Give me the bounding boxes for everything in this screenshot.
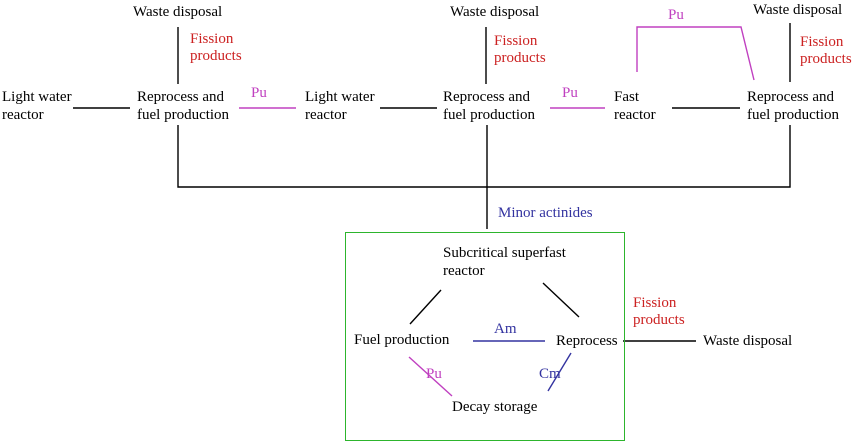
line-actinide-collector <box>177 125 791 188</box>
node-reprocess-1: Reprocess and fuel production <box>137 89 230 123</box>
node-waste-disposal-2: Waste disposal <box>450 4 540 20</box>
node-reprocess-3: Reprocess and fuel production <box>747 89 840 123</box>
node-reprocess-2: Reprocess and fuel production <box>443 89 536 123</box>
node-decay-storage: Decay storage <box>452 399 538 415</box>
label-minor-actinides: Minor actinides <box>498 205 593 221</box>
label-fission-products-1: Fission products <box>190 31 242 64</box>
label-cm: Cm <box>539 366 561 382</box>
label-pu-loop: Pu <box>426 366 442 382</box>
node-light-water-reactor-2: Light water reactor <box>305 89 375 123</box>
label-pu-1: Pu <box>251 85 267 101</box>
label-fission-products-4: Fission products <box>633 295 685 328</box>
node-light-water-reactor-1: Light water reactor <box>2 89 72 123</box>
node-fuel-production: Fuel production <box>354 332 450 348</box>
node-waste-disposal-4: Waste disposal <box>703 333 793 349</box>
label-fission-products-3: Fission products <box>800 34 852 67</box>
label-am: Am <box>494 321 517 337</box>
label-fission-products-2: Fission products <box>494 33 546 66</box>
label-pu-2: Pu <box>562 85 578 101</box>
arrow-pu-recycle <box>636 26 755 81</box>
node-fast-reactor: Fast reactor <box>614 89 656 123</box>
subcritical-loop-box <box>345 232 625 441</box>
node-subcritical-reactor: Subcritical superfast reactor <box>443 245 566 279</box>
node-waste-disposal-1: Waste disposal <box>133 4 223 20</box>
label-pu-recycle: Pu <box>668 7 684 23</box>
node-waste-disposal-3: Waste disposal <box>753 2 843 18</box>
node-loop-reprocess: Reprocess <box>556 333 618 349</box>
